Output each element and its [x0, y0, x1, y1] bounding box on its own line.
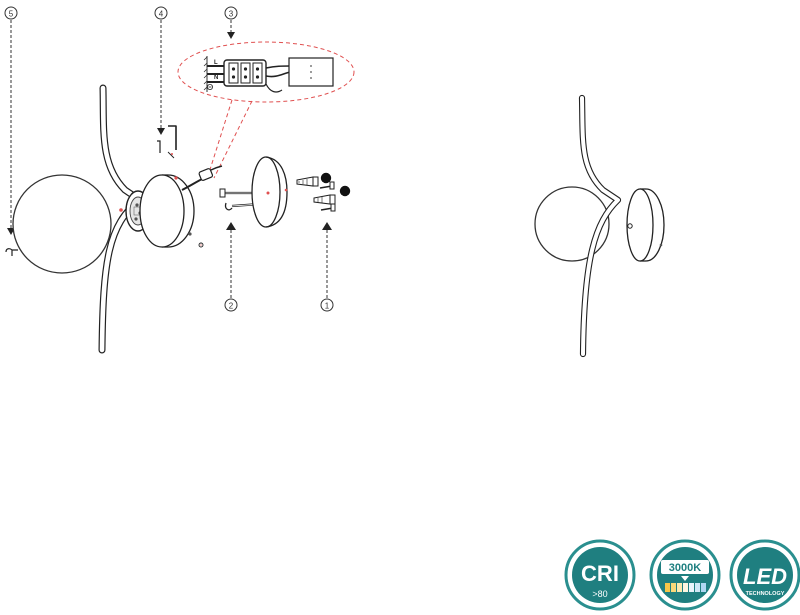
glass-globe	[12, 174, 112, 274]
led-badge: LED TECHNOLOGY	[729, 539, 800, 611]
screw-top	[319, 181, 335, 190]
wire-label-neutral: N	[214, 75, 218, 81]
wire-label-live: L	[214, 60, 218, 66]
step-5-number: 5	[9, 10, 14, 19]
cct-pointer-icon	[681, 576, 689, 581]
assembled-base	[626, 188, 665, 262]
step-1-number: 1	[325, 302, 330, 311]
led-subtitle: TECHNOLOGY	[746, 591, 785, 597]
exploded-view	[5, 84, 223, 354]
wire-connector	[198, 165, 223, 181]
mounting-hardware	[219, 156, 351, 228]
cri-value: >80	[592, 589, 607, 599]
mounting-plate	[251, 156, 288, 228]
step-3-callout: 3	[224, 6, 238, 39]
led-title: LED	[743, 564, 787, 589]
terminal-block	[223, 59, 267, 87]
cct-value: 3000K	[669, 562, 701, 574]
assembled-view	[534, 94, 665, 358]
cct-color-scale	[665, 583, 706, 592]
step-2-callout: 2	[224, 222, 238, 312]
cri-badge: CRI >80	[564, 539, 636, 611]
wall-plug-top	[296, 176, 319, 187]
screw-4-icon	[157, 140, 175, 159]
cap-dot-top-icon	[320, 172, 332, 184]
grub-screw	[198, 242, 204, 248]
cri-title: CRI	[581, 561, 619, 586]
cct-badge: 3000K	[649, 539, 721, 611]
earth-icon	[206, 84, 213, 91]
hook-key-5-icon	[5, 248, 18, 256]
step-3-number: 3	[229, 10, 234, 19]
hex-key-4-icon	[168, 125, 177, 150]
assembled-globe	[534, 186, 610, 262]
step-5-callout: 5	[4, 6, 18, 235]
wall-plug-bottom	[313, 194, 336, 205]
step-2-number: 2	[229, 302, 234, 311]
fixture-base	[139, 174, 195, 248]
step-4-number: 4	[159, 10, 164, 19]
step-1-callout: 1	[320, 222, 334, 312]
screw-bottom	[320, 203, 336, 212]
cap-dot-bottom-icon	[339, 185, 351, 197]
wiring-detail: L N	[177, 41, 355, 179]
step-4-callout: 4	[154, 6, 168, 135]
